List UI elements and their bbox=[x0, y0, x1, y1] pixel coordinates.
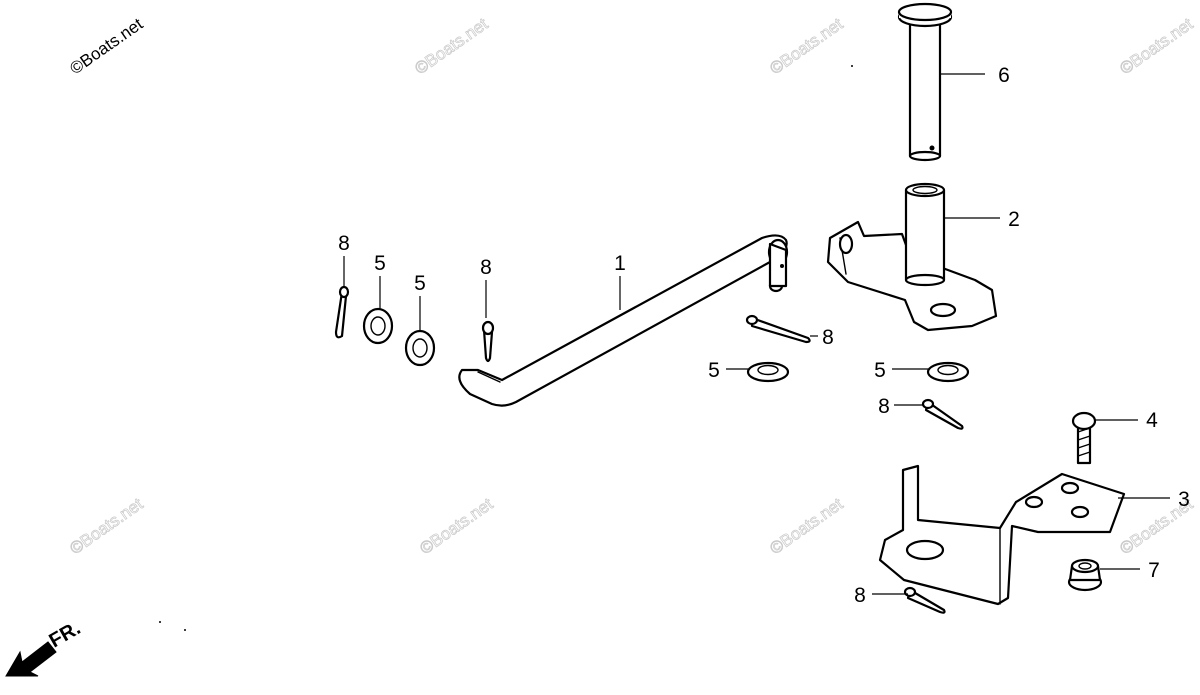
part-3-mount-bracket bbox=[878, 464, 1126, 606]
front-direction-arrow: FR. bbox=[5, 617, 84, 677]
callout-labels: 6 2 1 3 4 7 5 5 5 5 8 8 8 8 8 bbox=[338, 64, 1190, 607]
callout-8: 8 bbox=[480, 256, 492, 279]
watermark-primary: ©Boats.net bbox=[66, 14, 146, 78]
callout-3: 3 bbox=[1178, 488, 1190, 511]
callout-8: 8 bbox=[338, 232, 350, 255]
callout-5: 5 bbox=[708, 359, 720, 382]
watermark: ©Boats.net bbox=[416, 494, 496, 558]
part-5-washers bbox=[362, 307, 970, 383]
callout-2: 2 bbox=[1008, 208, 1020, 231]
watermark: ©Boats.net bbox=[66, 494, 146, 558]
callout-7: 7 bbox=[1148, 559, 1160, 582]
callout-5: 5 bbox=[874, 359, 886, 382]
part-2-bracket bbox=[826, 182, 998, 332]
callout-8: 8 bbox=[822, 326, 834, 349]
part-7-flange-nut bbox=[1067, 558, 1103, 592]
watermark: ©Boats.net bbox=[1116, 14, 1196, 78]
callout-6: 6 bbox=[998, 64, 1010, 87]
part-4-bolt bbox=[1071, 411, 1097, 465]
callout-8: 8 bbox=[854, 584, 866, 607]
callout-1: 1 bbox=[614, 252, 626, 275]
watermark: ©Boats.net bbox=[766, 14, 846, 78]
watermark: ©Boats.net bbox=[766, 494, 846, 558]
callout-8: 8 bbox=[878, 395, 890, 418]
callout-5: 5 bbox=[414, 272, 426, 295]
watermark: ©Boats.net bbox=[411, 14, 491, 78]
scan-specks bbox=[159, 65, 853, 631]
part-1-rod bbox=[458, 234, 789, 407]
callout-4: 4 bbox=[1146, 409, 1158, 432]
callout-5: 5 bbox=[374, 252, 386, 275]
leader-lines bbox=[343, 73, 1170, 595]
part-6-pin bbox=[897, 2, 953, 162]
watermarks: ©Boats.net ©Boats.net ©Boats.net ©Boats.… bbox=[66, 14, 1197, 559]
